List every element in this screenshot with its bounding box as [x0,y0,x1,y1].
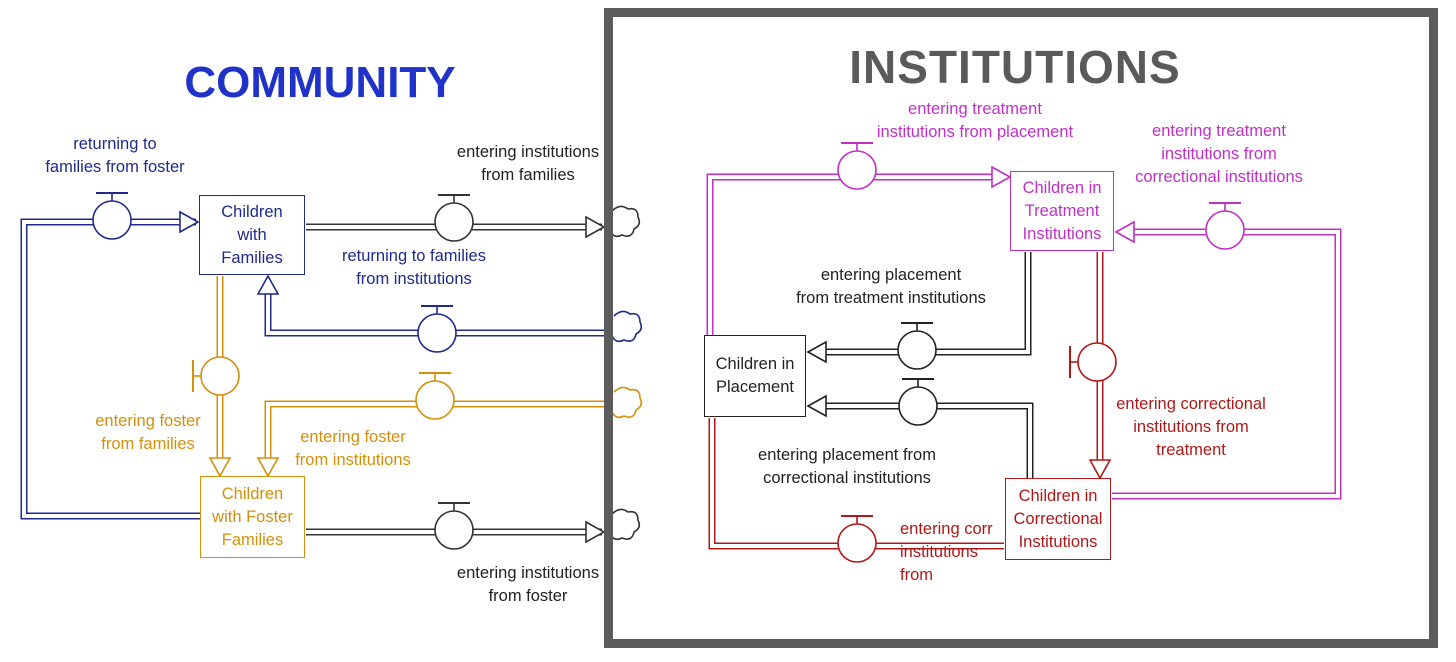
valve-returning-from-foster [92,200,132,240]
stock-treatment-label: Children in Treatment Institutions [1022,178,1102,243]
valve-treatment-from-correctional [1205,210,1245,250]
cloud-sink-foster [609,508,641,541]
stock-children-with-foster-families[interactable]: Children with Foster Families [200,476,305,558]
arrow-placement-from-treatment [806,340,827,364]
label-correctional-from-treatment: entering correctional institutions from … [1116,395,1266,459]
label-correctional-from-placement: entering corr institutions from [900,520,993,584]
institutions-frame [604,8,1438,648]
stock-children-in-correctional[interactable]: Children in Correctional Institutions [1005,478,1111,560]
arrow-entering-foster-from-institutions [256,457,280,478]
pipe-returning-from-foster [20,218,200,520]
label-entering-foster-from-families: entering foster from families [95,412,201,453]
pipe-placement-from-correctional-core [822,404,1032,478]
pipe-returning-from-foster-core [22,220,200,518]
stock-children-with-families[interactable]: Children with Families [199,195,305,275]
cloud-source-institutions-foster [611,386,643,419]
valve-placement-from-correctional [898,386,938,426]
label-entering-institutions-from-foster: entering institutions from foster [456,564,600,605]
valve-entering-foster-from-families [200,356,240,396]
arrow-returning-from-institutions [256,274,280,295]
stock-families-label: Children with Families [221,202,283,267]
stock-placement-label: Children in Placement [715,355,795,396]
valve-entering-inst-from-foster [434,510,474,550]
stock-children-in-treatment[interactable]: Children in Treatment Institutions [1010,171,1114,251]
pipe-correctional-from-placement-core [710,418,1004,548]
cloud-sink-families [609,205,641,238]
arrow-entering-foster-from-families [208,457,232,478]
label-treatment-from-placement: entering treatment institutions from pla… [876,100,1074,141]
arrow-correctional-from-treatment [1088,459,1112,480]
pipe-treatment-from-placement-core [708,175,996,336]
label-returning-from-foster: returning to families from foster [45,135,185,176]
cloud-source-institutions-families [611,310,643,343]
label-returning-from-institutions: returning to families from institutions [342,247,486,288]
valve-treatment-from-placement [837,150,877,190]
stock-correctional-label: Children in Correctional Institutions [1013,486,1103,551]
arrow-entering-inst-from-families [585,215,606,239]
institutions-title: INSTITUTIONS [849,41,1181,93]
valve-entering-foster-from-institutions [415,380,455,420]
valve-correctional-from-treatment [1077,342,1117,382]
valve-placement-from-treatment [897,330,937,370]
label-treatment-from-correctional: entering treatment institutions from cor… [1135,122,1303,186]
pipe-entering-foster-from-institutions-core [266,402,612,462]
arrow-placement-from-correctional [806,394,827,418]
community-title: COMMUNITY [184,58,456,107]
pipe-placement-from-treatment-core [822,252,1030,354]
stock-foster-label: Children with Foster Families [212,484,293,549]
stock-children-in-placement[interactable]: Children in Placement [704,335,806,417]
label-entering-institutions-from-families: entering institutions from families [456,143,600,184]
valve-returning-from-institutions [417,313,457,353]
valve-correctional-from-placement [837,523,877,563]
label-entering-foster-from-institutions: entering foster from institutions [295,428,411,469]
label-placement-from-correctional: entering placement from correctional ins… [758,446,936,487]
arrow-treatment-from-correctional [1114,220,1135,244]
pipe-returning-from-institutions-core [266,286,612,335]
arrow-returning-from-foster [179,210,200,234]
arrow-entering-inst-from-foster [585,520,606,544]
arrow-treatment-from-placement [991,165,1012,189]
label-placement-from-treatment: entering placement from treatment instit… [796,266,986,307]
valve-entering-inst-from-families [434,202,474,242]
